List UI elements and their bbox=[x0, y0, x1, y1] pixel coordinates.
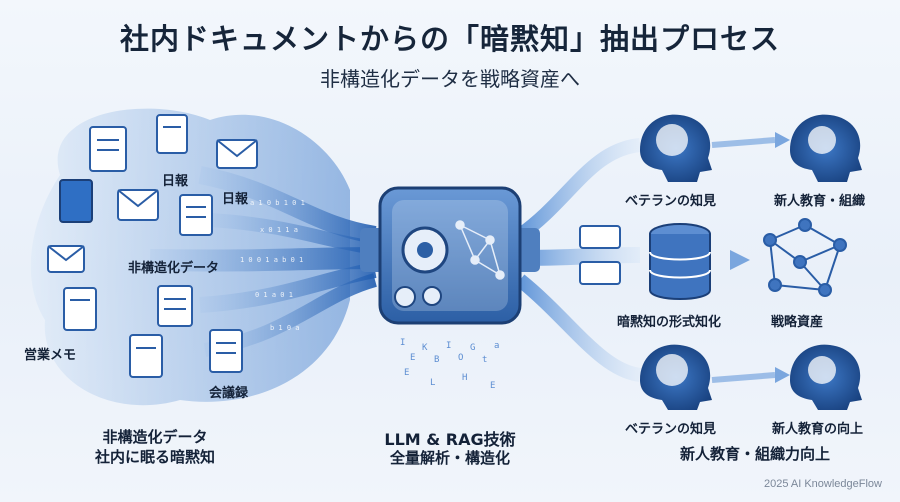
svg-text:I: I bbox=[446, 341, 451, 351]
arrow-head-middle bbox=[730, 250, 750, 270]
label-strategic-assets: 戦略資産 bbox=[771, 315, 824, 330]
svg-text:B: B bbox=[434, 355, 439, 365]
svg-text:H: H bbox=[462, 373, 467, 383]
page-title: 社内ドキュメントからの「暗黙知」抽出プロセス bbox=[119, 22, 780, 56]
svg-text:K: K bbox=[422, 343, 428, 353]
document-icons bbox=[47, 114, 258, 378]
center-caption-line1: LLM & RAG技術 bbox=[384, 430, 516, 449]
improved-head-icon bbox=[790, 344, 862, 410]
neural-network-icon bbox=[455, 220, 505, 280]
llm-rag-engine bbox=[360, 186, 540, 325]
doc-label-unstructured: 非構造化データ bbox=[128, 261, 220, 276]
label-tacit-to-explicit: 暗黙知の形式知化 bbox=[617, 315, 722, 330]
envelope-icon bbox=[216, 139, 258, 169]
svg-text:O: O bbox=[458, 353, 463, 363]
arrow-top bbox=[711, 137, 776, 148]
doc-label-sales-memo: 営業メモ bbox=[24, 348, 77, 363]
arrow-head-top bbox=[775, 132, 790, 148]
label-veteran-knowledge-bottom: ベテランの知見 bbox=[625, 422, 717, 437]
envelope-icon bbox=[47, 245, 85, 273]
envelope-icon bbox=[117, 189, 159, 221]
svg-text:0 1 a 0 1: 0 1 a 0 1 bbox=[255, 291, 293, 299]
label-newcomer-org-top: 新人教育・組織 bbox=[774, 194, 866, 209]
notepad-icon bbox=[157, 285, 193, 327]
svg-text:G: G bbox=[470, 343, 475, 353]
svg-text:E: E bbox=[410, 353, 415, 363]
network-graph-icon bbox=[763, 218, 847, 297]
svg-text:a 1 0 b 1 0 1: a 1 0 b 1 0 1 bbox=[250, 199, 305, 207]
svg-text:1 0 0 1 a b 0 1: 1 0 0 1 a b 0 1 bbox=[240, 256, 303, 264]
doc-label-daily-1: 日報 bbox=[162, 174, 189, 189]
page-subtitle: 非構造化データを戦略資産へ bbox=[320, 67, 580, 91]
right-caption: 新人教育・組織力向上 bbox=[679, 445, 830, 463]
document-icon bbox=[156, 114, 188, 154]
svg-text:x 0 1 1 a: x 0 1 1 a bbox=[260, 226, 298, 234]
database-icon bbox=[649, 223, 711, 300]
left-caption-line1: 非構造化データ bbox=[102, 428, 208, 446]
knowledge-cards bbox=[579, 225, 621, 285]
svg-text:I: I bbox=[400, 338, 405, 348]
svg-text:E: E bbox=[404, 368, 409, 378]
svg-text:E: E bbox=[490, 381, 495, 391]
learner-head-icon bbox=[790, 114, 862, 182]
left-caption-line2: 社内に眠る暗黙知 bbox=[94, 448, 215, 466]
doc-label-daily-2: 日報 bbox=[222, 192, 249, 207]
arrow-bottom bbox=[711, 372, 776, 383]
gear-icon bbox=[394, 226, 449, 308]
doc-label-minutes: 会議録 bbox=[209, 386, 249, 401]
svg-text:t: t bbox=[482, 355, 487, 365]
svg-text:L: L bbox=[430, 378, 435, 388]
document-icon bbox=[209, 329, 243, 373]
arrow-head-bottom bbox=[775, 367, 790, 383]
document-icon bbox=[63, 287, 97, 331]
svg-text:b 1 0 a: b 1 0 a bbox=[270, 324, 300, 332]
document-icon bbox=[179, 194, 213, 236]
document-icon bbox=[129, 334, 163, 378]
center-caption-line2: 全量解析・構造化 bbox=[389, 449, 510, 467]
label-newcomer-improvement: 新人教育の向上 bbox=[772, 422, 864, 437]
footer-credit: 2025 AI KnowledgeFlow bbox=[763, 478, 882, 490]
document-icon bbox=[59, 179, 93, 223]
document-icon bbox=[89, 126, 127, 172]
label-veteran-knowledge-top: ベテランの知見 bbox=[625, 194, 717, 209]
svg-text:a: a bbox=[494, 341, 499, 351]
brain-head-icon bbox=[640, 114, 712, 182]
veteran-head-icon bbox=[640, 344, 712, 410]
